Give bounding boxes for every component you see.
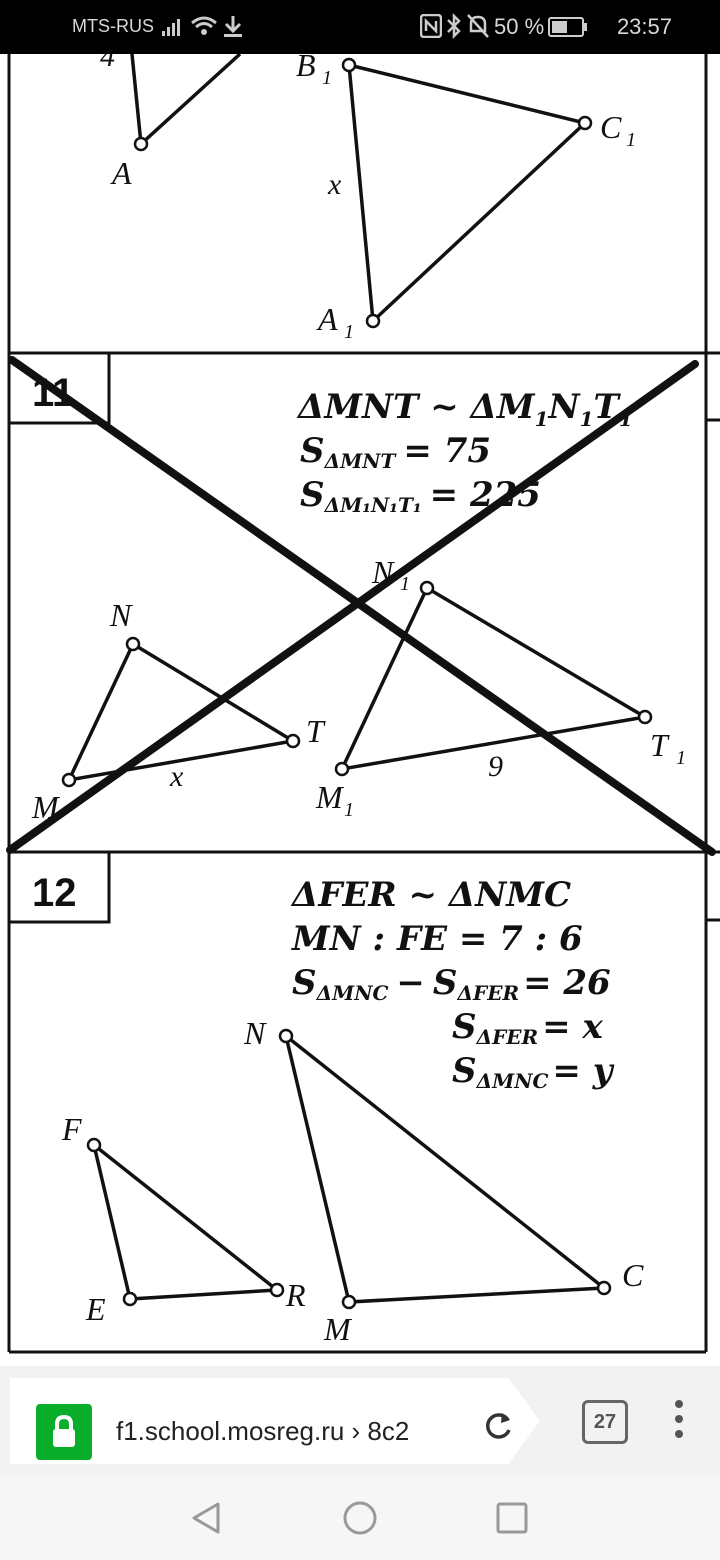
back-icon[interactable] <box>188 1500 224 1536</box>
cross-out-stroke-2 <box>6 360 699 854</box>
cross-out-stroke-1 <box>8 356 716 856</box>
vertex-a1: A <box>316 301 338 337</box>
triangle-nmc <box>283 1031 609 1304</box>
signal-icon <box>162 19 180 36</box>
vertex-n: N <box>243 1015 267 1051</box>
vertex-r: R <box>285 1277 306 1313</box>
svg-text:1: 1 <box>400 573 410 595</box>
address-bar[interactable]: f1.school.mosreg.ru › 8c2 <box>10 1378 540 1464</box>
triangle-a1b1c1 <box>347 62 589 325</box>
side-label-4: 4 <box>100 54 115 73</box>
recents-icon[interactable] <box>494 1500 530 1536</box>
clock: 23:57 <box>616 14 672 39</box>
vertex-m: M <box>323 1311 353 1347</box>
svg-text:1: 1 <box>676 747 686 769</box>
side-label-x: x <box>169 760 184 793</box>
download-icon <box>224 16 242 37</box>
battery-percent: 50 % <box>494 14 545 39</box>
side-label-9: 9 <box>488 750 503 783</box>
ratio-statement: MN : FE = 7 : 6 <box>291 919 583 959</box>
side-label-x: x <box>327 168 342 201</box>
status-bar: MTS-RUS 50 % 23:57 <box>0 0 720 54</box>
wifi-icon <box>191 16 217 35</box>
similarity-statement: ΔFER ~ ΔNMC <box>290 875 571 915</box>
svg-text:1: 1 <box>322 67 332 89</box>
home-icon[interactable] <box>342 1500 378 1536</box>
triangle-mnt <box>65 641 298 783</box>
vertex-b1: B <box>296 54 316 83</box>
vertex-a: A <box>110 155 132 191</box>
vertex-e: E <box>85 1291 106 1327</box>
problem-number-box <box>7 351 111 425</box>
problem-10: 4 A B 1 C 1 A 1 x <box>100 54 636 343</box>
navigation-bar <box>0 1476 720 1560</box>
vertex-f: F <box>61 1111 82 1147</box>
area-fer: SΔFER= x <box>452 1007 603 1049</box>
url-text[interactable]: f1.school.mosreg.ru › 8c2 <box>116 1416 410 1446</box>
problem-12: 12 ΔFER ~ ΔNMC MN : FE = 7 : 6 SΔMNC−SΔF… <box>7 850 644 1347</box>
vertex-t: T <box>306 713 326 749</box>
svg-text:1: 1 <box>344 799 354 821</box>
vertex-t1: T <box>650 727 670 763</box>
worksheet-image: 4 A B 1 C 1 A 1 x 1 1 ΔMNT ~ ΔM1N1T1 SΔMN… <box>0 54 720 1366</box>
reload-icon[interactable] <box>480 1408 516 1444</box>
bluetooth-icon <box>447 13 461 39</box>
svg-text:1: 1 <box>344 321 354 343</box>
problem-number: 12 <box>32 871 77 915</box>
browser-toolbar: f1.school.mosreg.ru › 8c2 27 <box>0 1366 720 1476</box>
triangle-fer <box>91 1140 282 1301</box>
similarity-statement: ΔMNT ~ ΔM1N1T1 <box>296 387 633 431</box>
lock-icon[interactable] <box>36 1404 92 1460</box>
triangle-abc-partial <box>130 54 242 148</box>
carrier-label: MTS-RUS <box>72 16 154 36</box>
area-mnc: SΔMNC= y <box>452 1051 615 1093</box>
vertex-c1: C <box>600 109 622 145</box>
mute-icon <box>467 14 489 38</box>
battery-icon <box>548 17 587 37</box>
vertex-m1: M <box>315 779 345 815</box>
vertex-n: N <box>109 597 133 633</box>
problem-11: 11 ΔMNT ~ ΔM1N1T1 SΔMNT= 75 SΔM₁N₁T₁= 22… <box>6 351 716 856</box>
triangle-m1n1t1 <box>338 585 650 772</box>
problem-number-box <box>7 850 111 924</box>
menu-icon[interactable] <box>672 1400 686 1444</box>
nfc-icon <box>420 14 442 38</box>
area-difference: SΔMNC−SΔFER= 26 <box>292 963 611 1005</box>
tab-switcher-button[interactable]: 27 <box>582 1400 628 1444</box>
svg-text:1: 1 <box>626 129 636 151</box>
geometry-worksheet: 4 A B 1 C 1 A 1 x 1 1 ΔMNT ~ ΔM1N1T1 SΔMN… <box>6 54 720 1354</box>
vertex-c: C <box>622 1257 644 1293</box>
area-mnt: SΔMNT= 75 <box>300 431 491 473</box>
